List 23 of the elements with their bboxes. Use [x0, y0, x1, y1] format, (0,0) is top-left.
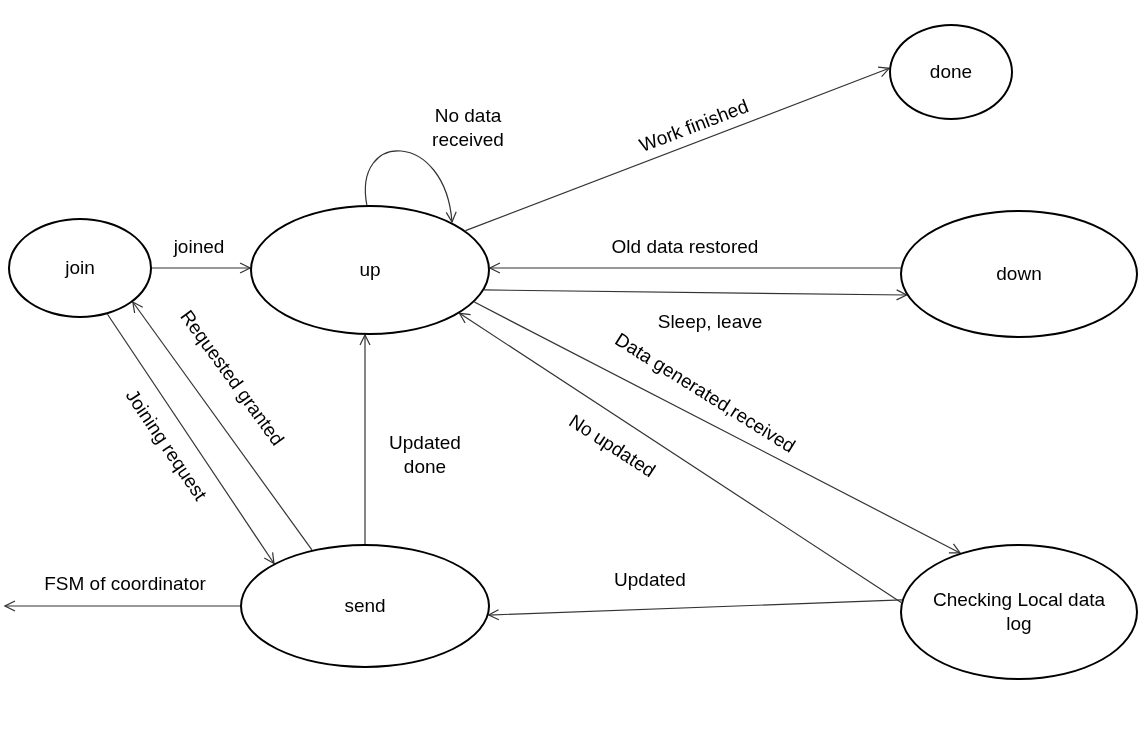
edge-label: joined: [173, 235, 225, 259]
arrow: [4, 600, 241, 612]
arrow: [132, 301, 313, 551]
arrow: [359, 334, 371, 545]
arrow: [151, 262, 251, 274]
arrow: [473, 301, 961, 554]
state-label: send: [343, 594, 387, 618]
edge-label: Old data restored: [611, 235, 759, 259]
arrow: [364, 150, 456, 223]
edge-label: Updated done: [388, 431, 462, 479]
edge-label: FSM of coordinator: [44, 572, 206, 596]
state-label: done: [928, 60, 974, 84]
state-label: down: [995, 262, 1043, 286]
arrow: [464, 66, 890, 232]
edge-label: Updated: [614, 568, 686, 592]
arrow: [458, 312, 902, 604]
edge-label: Sleep, leave: [657, 310, 763, 334]
state-label: up: [358, 258, 382, 282]
arrow: [489, 262, 902, 274]
state-label: Checking Local data log: [931, 588, 1107, 636]
state-label: join: [63, 256, 96, 280]
edge-label: No data received: [431, 104, 505, 152]
arrow: [488, 599, 903, 621]
